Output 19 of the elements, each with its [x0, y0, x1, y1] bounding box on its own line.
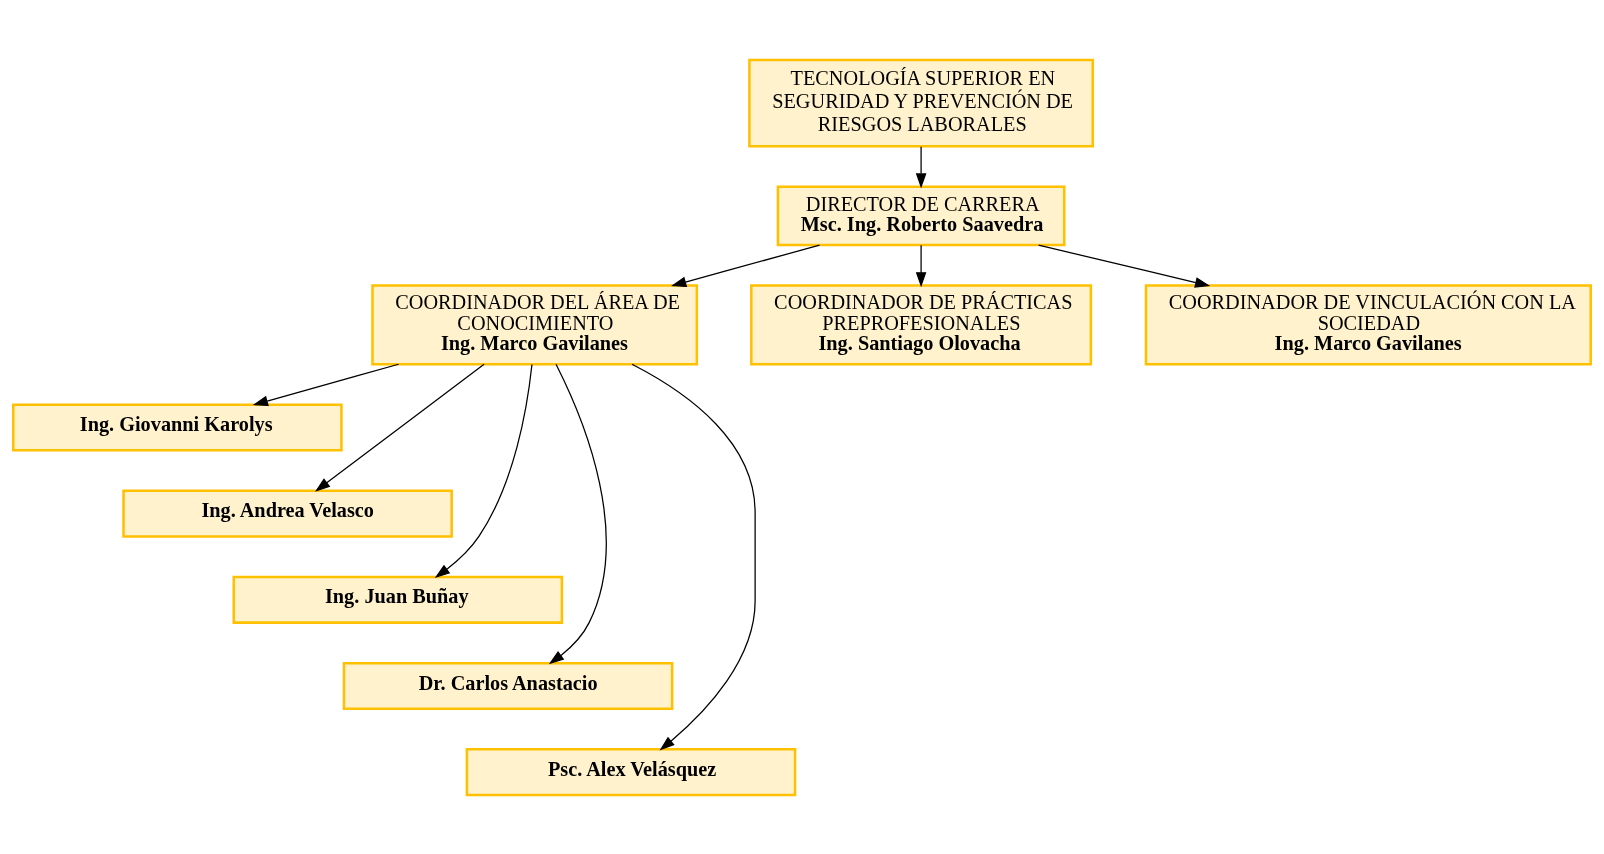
arrow: [548, 363, 607, 664]
node-box: COORDINADOR DEL ÁREA DE CONOCIMIENTO Ing. Marco Gavilanes: [371, 283, 699, 365]
node-box: TECNOLOGÍA SUPERIOR EN SEGURIDAD Y PREVENCIÓN DE RIESGOS LABORALES: [748, 58, 1095, 147]
arrow: [915, 145, 927, 188]
arrow: [915, 244, 927, 287]
node-box: Ing. Andrea Velasco: [122, 489, 453, 538]
arrow: [314, 363, 485, 492]
node-box: DIRECTOR DE CARRERA Msc. Ing. Roberto Saavedra: [776, 185, 1066, 246]
arrow: [1037, 244, 1211, 288]
node-box: Ing. Juan Buñay: [232, 575, 564, 624]
arrow: [252, 363, 400, 406]
node-box: Dr. Carlos Anastacio: [342, 661, 674, 710]
node-box: Ing. Giovanni Karolys: [12, 402, 343, 452]
arrow: [434, 363, 533, 578]
node-box: COORDINADOR DE VINCULACIÓN CON LA SOCIEDAD Ing. Marco Gavilanes: [1144, 283, 1592, 365]
node-box: Psc. Alex Velásquez: [465, 747, 797, 796]
node-box: COORDINADOR DE PRÁCTICAS PREPROFESIONALES Ing. Santiago Olovacha: [750, 283, 1093, 365]
arrow: [631, 363, 756, 751]
arrow: [671, 244, 821, 287]
